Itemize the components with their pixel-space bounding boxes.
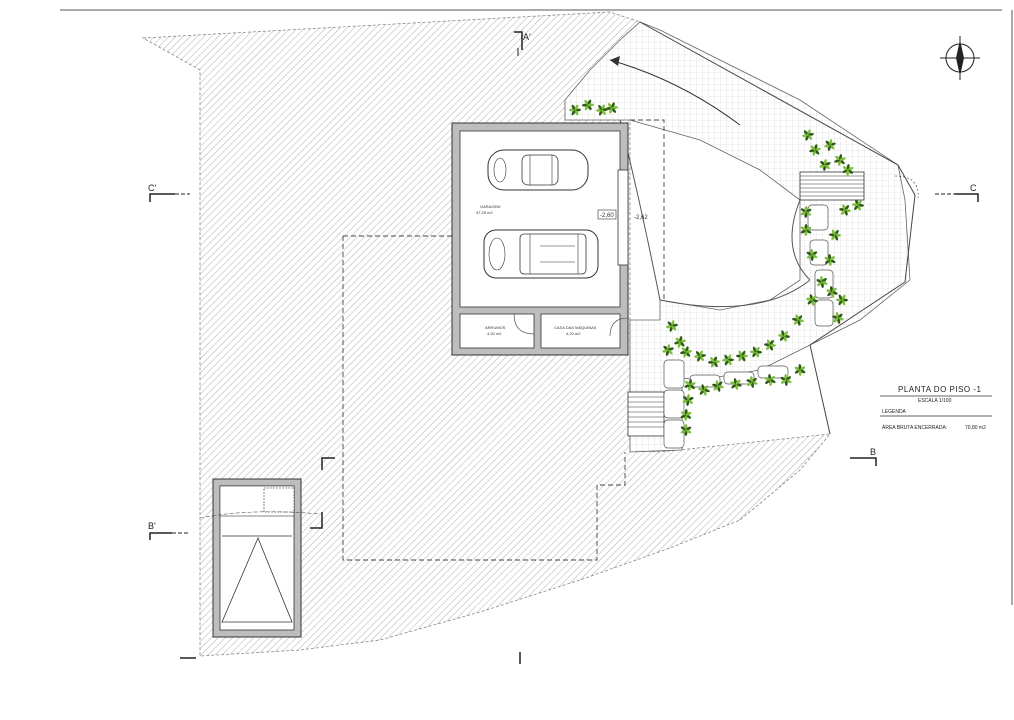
- plant-icon: [778, 330, 790, 342]
- storage-door-swing: [513, 313, 535, 335]
- access-arrow-head: [610, 56, 620, 66]
- plant-icon: [680, 424, 692, 436]
- plant-icon: [682, 394, 694, 406]
- plant-icon: [662, 344, 674, 356]
- section-marker-c-prime: C': [148, 183, 190, 202]
- plant-icon: [569, 104, 581, 116]
- storage-name: ARRUMOS: [485, 325, 506, 330]
- stone-wall: [663, 204, 834, 449]
- upper-floor-outline: [342, 119, 665, 561]
- drive-curve: [791, 199, 811, 281]
- legend-scale: ESCALA 1/100: [918, 398, 952, 404]
- legend-area-value: 70,80 m2: [965, 425, 986, 431]
- section-tick-bottom: [180, 652, 521, 664]
- plant-icon: [852, 199, 864, 211]
- section-a-prime-label: A': [523, 32, 531, 42]
- plant-icon: [674, 336, 686, 348]
- plant-icon: [792, 314, 804, 326]
- plant-icon: [582, 99, 594, 111]
- machine-room: [540, 313, 621, 349]
- plant-icon: [809, 144, 821, 156]
- car-sports-icon: [487, 149, 589, 191]
- level-outer: -2,62: [634, 215, 648, 221]
- access-arrow: [609, 59, 741, 126]
- plant-icon: [802, 129, 814, 141]
- garage-name: GARAGEM: [480, 204, 500, 209]
- stairs-upper: [799, 171, 865, 201]
- plant-icon: [824, 254, 836, 266]
- section-bracket: [310, 457, 335, 529]
- section-b-label: B: [870, 447, 876, 457]
- plant-icon: [730, 378, 742, 390]
- plant-icon: [819, 159, 831, 171]
- plant-icon: [746, 376, 758, 388]
- plant-icon: [800, 224, 812, 236]
- plant-icon: [750, 346, 762, 358]
- section-c-prime-label: C': [148, 183, 156, 193]
- plant-icon: [596, 104, 608, 116]
- plant-icon: [824, 139, 836, 151]
- annex-stairs: [263, 487, 295, 513]
- plant-icon: [684, 379, 696, 391]
- plant-icon: [680, 346, 692, 358]
- gate-swing: [894, 175, 919, 199]
- level-tag-inner: [597, 209, 617, 220]
- section-marker-c: C: [935, 183, 979, 202]
- storage-area: 4,20 m2: [487, 331, 502, 336]
- plant-icon: [832, 312, 844, 324]
- legend-block: PLANTA DO PISO -1 ESCALA 1/100 LEGENDA Á…: [880, 385, 992, 431]
- plant-icon: [780, 374, 792, 386]
- section-marker-b-prime: B': [148, 521, 188, 540]
- garage-area: 47,25 m2: [476, 210, 493, 215]
- plant-icon: [666, 320, 678, 332]
- plant-icon: [836, 294, 848, 306]
- section-b-prime-label: B': [148, 521, 156, 531]
- legend-label: LEGENDA: [882, 409, 907, 415]
- stairs-lower: [627, 391, 665, 437]
- plant-icon: [606, 102, 618, 114]
- plant-icon: [712, 380, 724, 392]
- garage-door: [617, 169, 629, 266]
- plant-icon: [800, 206, 812, 218]
- plant-icon: [829, 229, 841, 241]
- plant-icon: [722, 354, 734, 366]
- north-arrow-icon: [940, 36, 980, 80]
- legend-title: PLANTA DO PISO -1: [898, 385, 982, 394]
- plant-icon: [794, 364, 806, 376]
- plant-icon: [694, 350, 706, 362]
- plant-icon: [764, 339, 776, 351]
- plant-icon: [806, 249, 818, 261]
- machine-room-area: 4,20 m2: [566, 331, 581, 336]
- annex-roof-lines: [221, 535, 293, 623]
- plants: [569, 99, 864, 436]
- car-suv-icon: [483, 229, 599, 279]
- machine-door-swing: [609, 317, 629, 337]
- level-inner: -2,60: [600, 213, 614, 219]
- plant-icon: [698, 384, 710, 396]
- plant-icon: [806, 294, 818, 306]
- plant-icon: [816, 276, 828, 288]
- plant-icon: [764, 374, 776, 386]
- drive-edge: [619, 119, 811, 308]
- plant-icon: [842, 164, 854, 176]
- plant-icon: [680, 409, 692, 421]
- plant-icon: [708, 356, 720, 368]
- section-c-label: C: [970, 183, 977, 193]
- plant-icon: [839, 204, 851, 216]
- plant-icon: [834, 154, 846, 166]
- plot-boundary: [639, 21, 916, 435]
- legend-area-label: ÁREA BRUTA ENCERRADA:: [882, 424, 947, 431]
- section-marker-a-prime: A': [514, 31, 531, 56]
- annex-dashed-line: [199, 511, 321, 519]
- plant-icon: [736, 350, 748, 362]
- machine-room-name: CASA DAS MÁQUINAS: [554, 325, 597, 330]
- plant-icon: [826, 286, 838, 298]
- section-marker-b: B: [850, 447, 877, 466]
